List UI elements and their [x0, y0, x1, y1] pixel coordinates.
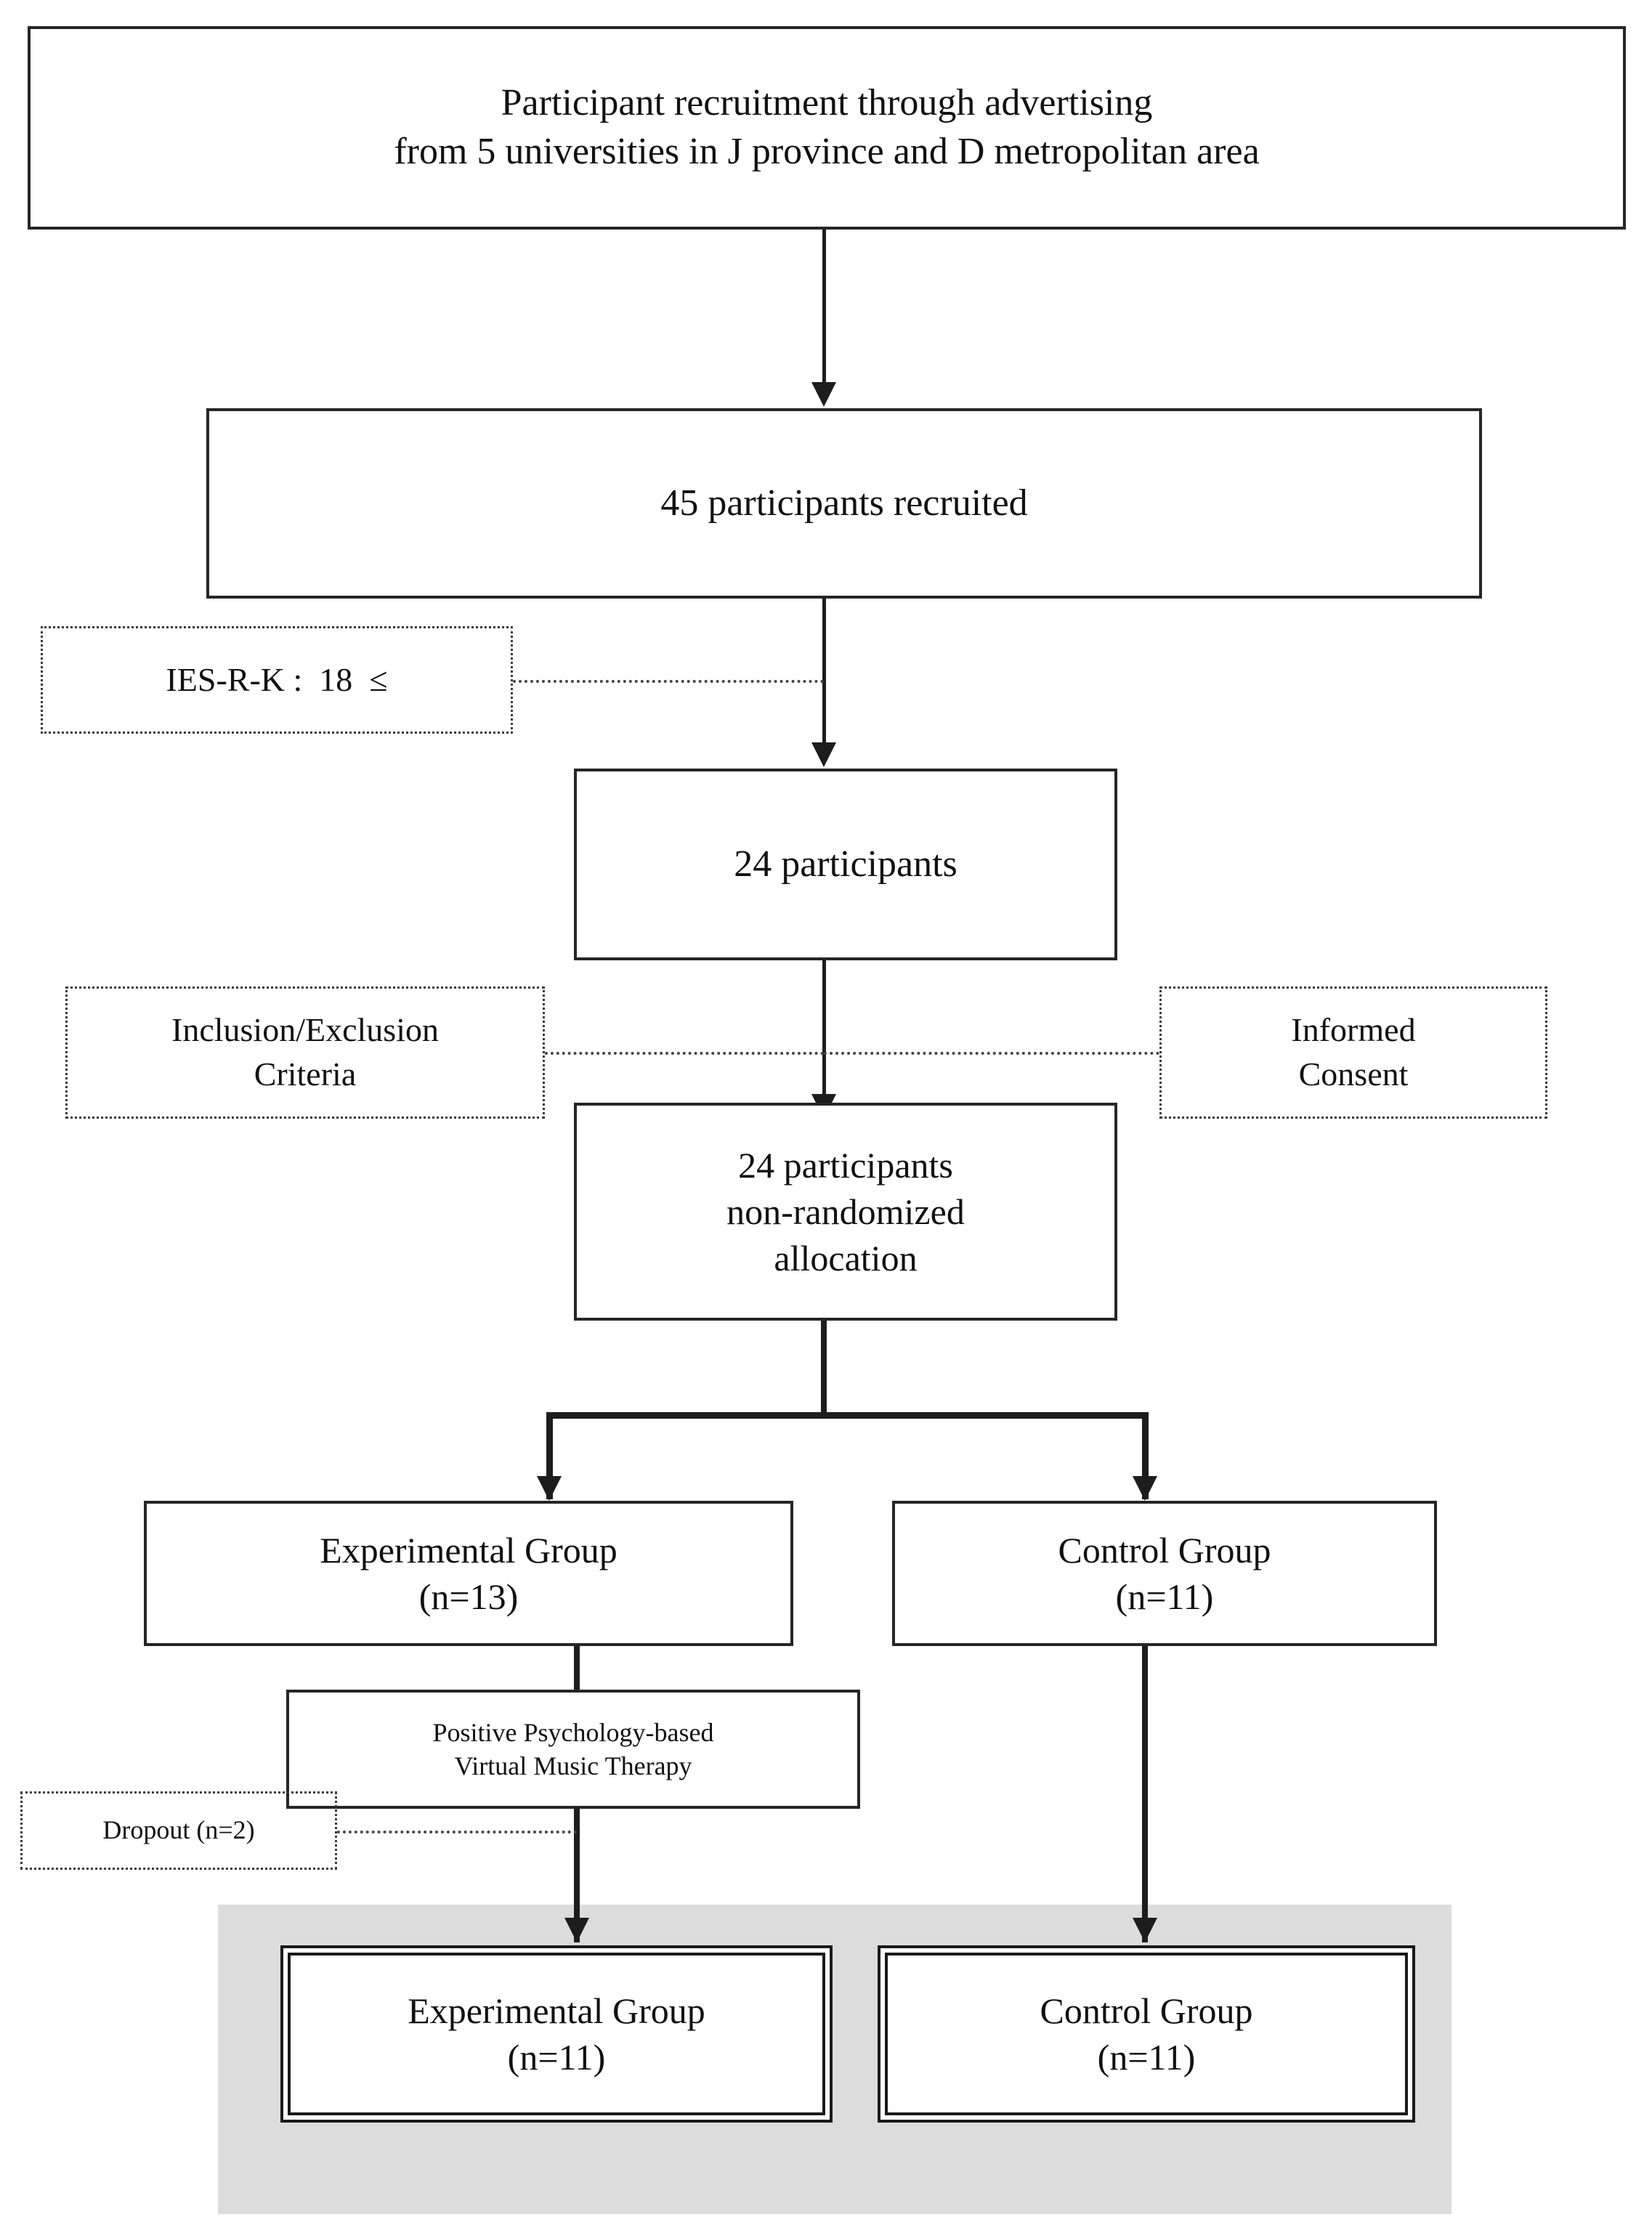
node-allocation-line1: 24 participants: [738, 1145, 953, 1186]
node-screening-criterion-label: IES-R-K : 18 ≤: [166, 660, 388, 698]
node-intervention-line2: Virtual Music Therapy: [454, 1751, 692, 1780]
node-control-final-line2: (n=11): [1097, 2037, 1196, 2078]
node-intervention-line1: Positive Psychology-based: [432, 1717, 714, 1747]
node-control-group-line2: (n=11): [1115, 1576, 1214, 1617]
arrowhead-recruited-to-eligible: [811, 742, 836, 767]
connector-control-to-final-control: [1142, 1646, 1148, 1942]
node-recruited-label: 45 participants recruited: [660, 482, 1028, 524]
node-recruitment-line1: Participant recruitment through advertis…: [501, 82, 1153, 124]
node-allocation-line3: allocation: [774, 1238, 918, 1278]
arrowhead-recruitment-to-recruited: [811, 382, 836, 407]
leader-screening-criterion: [513, 680, 824, 683]
node-experimental-group-line1: Experimental Group: [320, 1530, 618, 1571]
arrowhead-final-experimental: [564, 1918, 589, 1942]
arrowhead-final-control: [1133, 1918, 1157, 1942]
connector-allocation-to-experimental: [546, 1412, 553, 1499]
node-control-final: Control Group (n=11): [878, 1945, 1415, 2123]
arrowhead-experimental-entry: [537, 1476, 562, 1501]
node-recruitment: Participant recruitment through advertis…: [28, 26, 1626, 230]
node-allocation: 24 participants non-randomized allocatio…: [574, 1103, 1117, 1321]
node-dropout: Dropout (n=2): [20, 1791, 337, 1870]
node-eligible-label: 24 participants: [734, 843, 957, 885]
arrowhead-control-entry: [1133, 1476, 1157, 1501]
node-experimental-final-line2: (n=11): [507, 2037, 606, 2078]
connector-eligible-to-allocation: [822, 960, 826, 1106]
connector-allocation-to-control: [1142, 1412, 1149, 1499]
node-dropout-label: Dropout (n=2): [102, 1815, 255, 1845]
node-experimental-group-line2: (n=13): [418, 1576, 519, 1617]
connector-recruitment-to-recruited: [822, 230, 826, 391]
node-inclusion-exclusion: Inclusion/Exclusion Criteria: [65, 986, 545, 1119]
node-informed-consent: Informed Consent: [1159, 986, 1547, 1119]
node-eligible: 24 participants: [574, 769, 1117, 960]
node-inclusion-exclusion-line1: Inclusion/Exclusion: [171, 1011, 439, 1049]
connector-recruited-to-eligible: [822, 599, 826, 753]
node-informed-consent-line1: Informed: [1291, 1011, 1416, 1049]
leader-informed-consent: [824, 1052, 1159, 1055]
leader-dropout: [337, 1831, 577, 1833]
node-control-final-line1: Control Group: [1040, 1990, 1253, 2031]
node-experimental-group: Experimental Group (n=13): [144, 1501, 793, 1646]
node-control-group: Control Group (n=11): [892, 1501, 1437, 1646]
node-experimental-final: Experimental Group (n=11): [280, 1945, 833, 2123]
node-informed-consent-line2: Consent: [1298, 1055, 1409, 1093]
node-experimental-final-line1: Experimental Group: [408, 1990, 705, 2031]
node-recruitment-line2: from 5 universities in J province and D …: [394, 131, 1260, 172]
node-allocation-line2: non-randomized: [726, 1191, 965, 1232]
node-control-group-line1: Control Group: [1058, 1530, 1271, 1571]
leader-inclusion-exclusion: [545, 1052, 824, 1055]
connector-experimental-to-intervention: [574, 1646, 580, 1691]
node-screening-criterion: IES-R-K : 18 ≤: [41, 626, 513, 734]
node-inclusion-exclusion-line2: Criteria: [254, 1055, 357, 1093]
connector-allocation-split: [546, 1412, 1148, 1419]
node-intervention: Positive Psychology-based Virtual Music …: [286, 1690, 860, 1809]
node-recruited: 45 participants recruited: [206, 408, 1482, 599]
connector-intervention-to-final-experimental: [574, 1809, 580, 1942]
connector-allocation-stem: [821, 1321, 827, 1417]
